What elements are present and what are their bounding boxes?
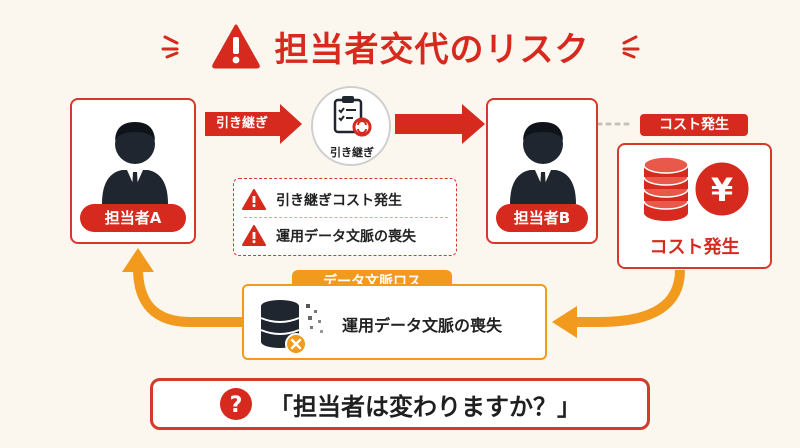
risk-divider xyxy=(244,217,448,218)
yen-symbol: ¥ xyxy=(711,171,733,209)
clipboard-checklist-icon xyxy=(333,96,372,137)
page-title: 担当者交代のリスク xyxy=(274,29,590,70)
risk-text: 運用データ文脈の喪失 xyxy=(276,229,416,245)
database-loss-icon xyxy=(260,300,323,355)
cost-to-loss-arrow xyxy=(575,269,685,327)
handover-caption: 引き継ぎ xyxy=(330,146,374,159)
handover-arrow-right xyxy=(395,104,485,144)
businessman-icon xyxy=(510,122,576,204)
person-b-label: 担当者B xyxy=(496,204,588,232)
question-text: 「担当者は変わりますか？」 xyxy=(269,392,581,421)
risk-text: 引き継ぎコスト発生 xyxy=(276,193,402,209)
svg-text:?: ? xyxy=(230,393,243,418)
data-loss-text: 運用データ文脈の喪失 xyxy=(342,316,503,335)
person-a-card: 担当者A xyxy=(70,98,196,244)
data-loss-box: 運用データ文脈の喪失 xyxy=(242,284,547,360)
title-burst-left-icon xyxy=(161,35,178,59)
risk-list: 引き継ぎコスト発生 運用データ文脈の喪失 xyxy=(233,178,457,256)
warning-icon xyxy=(211,24,260,69)
handover-circle: 引き継ぎ xyxy=(311,86,391,166)
warning-icon xyxy=(242,225,266,246)
handover-arrow-left xyxy=(205,104,302,144)
title-bar: 担当者交代のリスク xyxy=(0,18,800,74)
handover-arrow-label: 引き継ぎ xyxy=(215,116,268,131)
coins-yen-icon: ¥ xyxy=(643,156,752,221)
businessman-icon xyxy=(102,122,168,204)
question-banner: ? 「担当者は変わりますか？」 xyxy=(150,378,650,430)
cost-caption: コスト発生 xyxy=(649,237,740,258)
risk-item: 引き継ぎコスト発生 xyxy=(242,185,450,215)
risk-item: 運用データ文脈の喪失 xyxy=(242,221,450,251)
person-b-card: 担当者B xyxy=(486,98,598,244)
title-burst-right-icon xyxy=(622,35,639,59)
cost-tag: コスト発生 xyxy=(640,114,748,136)
loss-to-person-a-arrow xyxy=(133,267,244,327)
question-icon: ? xyxy=(220,388,252,420)
cost-card: ¥ コスト発生 xyxy=(617,143,772,269)
warning-icon xyxy=(242,189,266,210)
person-a-label: 担当者A xyxy=(80,204,186,232)
